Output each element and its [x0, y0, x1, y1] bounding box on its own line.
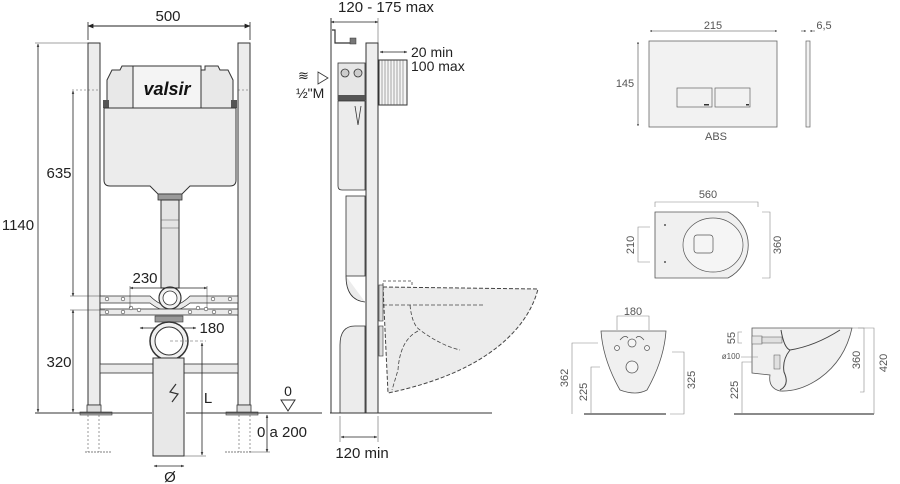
toilet-side-silhouette [382, 286, 539, 394]
frame-right-upright [237, 42, 251, 406]
inlet-spacing-label: 230 [132, 270, 157, 287]
plate-material-label: ABS [705, 131, 727, 143]
total-height-label: 1140 [2, 217, 34, 234]
side-drain-bend [339, 325, 366, 414]
rear-bolt-spacing-label: 180 [624, 306, 642, 318]
cistern-control-panel [132, 65, 202, 111]
toilet-width-label: 360 [772, 236, 784, 254]
flush-button-large [714, 87, 751, 108]
toilet-rear-view: 180 362 225 325 [559, 306, 698, 415]
flush-pipe [160, 199, 180, 289]
frame-width-label: 500 [155, 8, 180, 25]
pipe-length-label: L [204, 390, 212, 407]
rear-drain-height-label: 225 [578, 383, 590, 401]
toilet-side-view: 55 ø100 225 360 420 [722, 327, 890, 415]
min-depth-label: 120 min [335, 445, 388, 462]
toilet-bolt-spacing-label: 210 [625, 236, 637, 254]
cistern-body [103, 107, 237, 195]
drain-height-label: 320 [46, 354, 71, 371]
plate-width-label: 215 [704, 20, 722, 32]
projection-max-label: 100 max [411, 58, 465, 74]
drain-pipe [152, 357, 185, 457]
water-inlet-label: ½"M [296, 85, 324, 101]
floor-level-marker-icon [280, 399, 296, 412]
flush-button-small [676, 87, 713, 108]
flush-plate-drawing: 215 145 ABS 6,5 [616, 20, 832, 143]
frame-side-profile [365, 42, 379, 414]
side-bowl-height-label: 360 [851, 351, 863, 369]
toilet-length-label: 560 [699, 189, 717, 201]
installation-depth-label: 120 - 175 max [338, 0, 434, 16]
side-total-height-label: 420 [878, 354, 890, 372]
adjustment-range-label: 0 a 200 [257, 424, 307, 441]
brand-logo: valsir [143, 79, 191, 99]
side-drain-diameter-label: ø100 [722, 352, 741, 361]
cistern-height-label: 635 [46, 165, 71, 182]
side-inlet-offset-label: 55 [726, 332, 738, 344]
plate-thickness-label: 6,5 [816, 20, 831, 32]
water-inlet-waves-icon: ≋ [298, 68, 309, 83]
flush-plate-profile [805, 40, 811, 128]
front-view: 500 valsir [2, 8, 322, 484]
flush-plate [648, 40, 778, 128]
toilet-top-view: 560 210 360 [625, 189, 784, 279]
side-drain-height-label: 225 [729, 381, 741, 399]
bolt-spacing-label: 180 [199, 320, 224, 337]
floor-level-label: 0 [284, 383, 292, 399]
side-view: 120 - 175 max 20 min 100 max ≋ ½" [296, 0, 539, 462]
rear-total-height-label: 362 [559, 369, 571, 387]
frame-left-upright [87, 42, 101, 406]
water-inlet-arrow-icon [317, 71, 329, 85]
plate-height-label: 145 [616, 78, 634, 90]
pipe-diameter-label: Ø [164, 469, 176, 484]
rear-rim-height-label: 325 [686, 371, 698, 389]
toilet-bowl-side [751, 327, 853, 392]
projection-min-label: 20 min [411, 44, 453, 60]
